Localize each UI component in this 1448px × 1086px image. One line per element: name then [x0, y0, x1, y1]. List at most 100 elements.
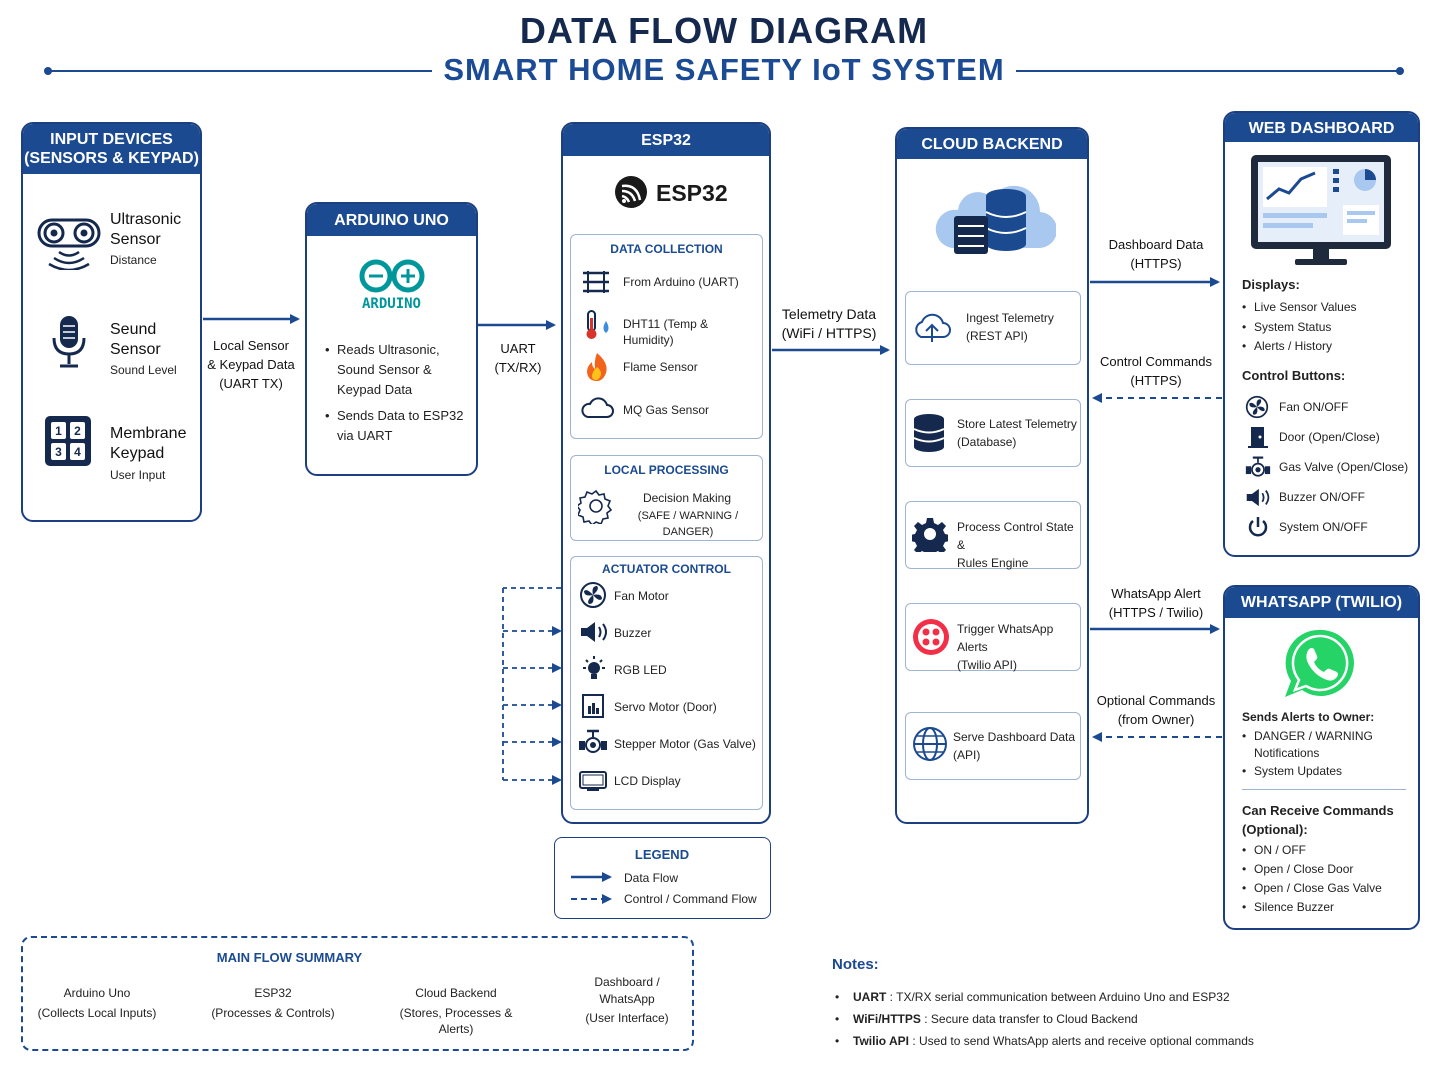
label-uart: UART (TX/RX) [494, 341, 542, 375]
label-dashboard-data: Dashboard Data (HTTPS) [1108, 237, 1204, 271]
keypad-name: Membrane Keypad [110, 425, 187, 462]
notes-list: UART : TX/RX serial communication betwee… [835, 986, 1315, 1052]
actuator-control-box: ACTUATOR CONTROL Fan Motor Buzzer RGB LE… [570, 556, 763, 810]
cloud-step-rules: Process Control State & Rules Engine [905, 501, 1081, 570]
summary-step-name: Dashboard / WhatsApp [594, 975, 660, 1006]
note-key: UART [853, 990, 887, 1004]
fan-icon [1245, 395, 1269, 419]
page-title: DATA FLOW DIAGRAM [519, 10, 929, 51]
cloud-step-ingest: Ingest Telemetry (REST API) [905, 291, 1081, 365]
displays-list: Live Sensor Values System Status Alerts … [1242, 298, 1357, 357]
ultrasonic-sensor-name: Ultrasonic Sensor [110, 211, 182, 248]
keypad-icon: 1 2 3 4 [43, 414, 93, 468]
cloud-step-text: Store Latest Telemetry (Database) [957, 417, 1077, 449]
microphone-icon [49, 314, 89, 372]
upload-cloud-icon [910, 309, 954, 345]
legend-title: LEGEND [634, 847, 690, 862]
speaker-icon [579, 620, 609, 644]
note-text: TX/RX serial communication between Ardui… [896, 990, 1230, 1004]
note-separator: : [920, 1012, 931, 1026]
data-collection-item: Flame Sensor [623, 360, 698, 374]
lcd-icon [578, 770, 608, 792]
sends-item: DANGER / WARNING Notifications [1242, 728, 1373, 762]
door-icon [1247, 425, 1269, 449]
sound-sensor-name: Seund Sensor [110, 321, 161, 358]
summary-step-name: Cloud Backend [415, 986, 497, 1000]
cloud-step-text: Ingest Telemetry (REST API) [966, 311, 1054, 343]
whatsapp-panel: WHATSAPP (TWILIO) Sends Alerts to Owner:… [1223, 585, 1420, 930]
cloud-step-text: Serve Dashboard Data (API) [953, 730, 1076, 762]
receive-item: Open / Close Gas Valve [1242, 879, 1382, 898]
legend-box: LEGEND Data Flow Control / Command Flow [554, 837, 771, 919]
receive-item: Open / Close Door [1242, 860, 1382, 879]
whatsapp-icon [1281, 627, 1359, 701]
keypad-digit: 4 [74, 445, 81, 459]
control-button[interactable]: Gas Valve (Open/Close) [1279, 460, 1409, 474]
label-telemetry: Telemetry Data (WiFi / HTTPS) [781, 306, 877, 341]
label-whatsapp-alert: WhatsApp Alert (HTTPS / Twilio) [1108, 586, 1204, 620]
control-button[interactable]: Door (Open/Close) [1279, 430, 1380, 444]
esp32-panel: ESP32 ESP32 DATA COLLECTION From Arduino… [561, 122, 771, 824]
actuator-control-bracket [502, 587, 562, 785]
control-button[interactable]: Buzzer ON/OFF [1279, 490, 1366, 504]
data-collection-item: DHT11 (Temp & Humidity) [623, 317, 709, 347]
note-text: Secure data transfer to Cloud Backend [930, 1012, 1138, 1026]
whatsapp-divider [1242, 789, 1406, 790]
page-subtitle: SMART HOME SAFETY IoT SYSTEM [443, 52, 1005, 87]
local-processing-line1: Decision Making [642, 491, 732, 505]
cloud-step-trigger: Trigger WhatsApp Alerts (Twilio API) [905, 603, 1081, 672]
cloud-backend-panel: CLOUD BACKEND Ingest Telemetry (REST API… [895, 127, 1089, 824]
cloud-icon [580, 393, 614, 421]
summary-step-name: Arduino Uno [63, 986, 131, 1000]
valve-icon [578, 728, 608, 758]
displays-item: System Status [1242, 318, 1357, 338]
receive-list: ON / OFF Open / Close Door Open / Close … [1242, 841, 1382, 917]
arduino-bullets: Reads Ultrasonic, Sound Sensor & Keypad … [325, 340, 471, 446]
local-processing-line2: (SAFE / WARNING / DANGER) [637, 510, 739, 538]
control-button[interactable]: Fan ON/OFF [1279, 400, 1349, 414]
arduino-bullet: Sends Data to ESP32 via UART [325, 406, 471, 446]
receive-title: Can Receive Commands (Optional): [1242, 803, 1394, 837]
controls-title: Control Buttons: [1242, 368, 1346, 383]
note-item: Twilio API : Used to send WhatsApp alert… [835, 1030, 1315, 1052]
flame-icon [582, 351, 612, 383]
cloud-step-serve: Serve Dashboard Data (API) [905, 712, 1081, 780]
control-button[interactable]: System ON/OFF [1279, 520, 1368, 534]
actuator-item: Fan Motor [614, 589, 669, 603]
cloud-step-text: Trigger WhatsApp Alerts (Twilio API) [957, 622, 1054, 672]
globe-icon [911, 725, 949, 763]
web-dashboard-panel: WEB DASHBOARD Displays: Live Sensor Valu… [1223, 111, 1420, 557]
door-icon [580, 692, 606, 720]
monitor-icon [1249, 153, 1393, 269]
cloud-database-icon [934, 166, 1056, 262]
displays-item: Alerts / History [1242, 337, 1357, 357]
displays-item: Live Sensor Values [1242, 298, 1357, 318]
input-devices-panel: INPUT DEVICES (SENSORS & KEYPAD) Ultraso… [21, 122, 202, 522]
note-separator: : [909, 1034, 920, 1048]
cloud-header: CLOUD BACKEND [897, 129, 1087, 159]
label-local-sensor-data: Local Sensor & Keypad Data (UART TX) [207, 338, 295, 391]
data-collection-box: DATA COLLECTION From Arduino (UART) DHT1… [570, 234, 763, 439]
local-processing-box: LOCAL PROCESSING Decision Making (SAFE /… [570, 455, 763, 541]
data-collection-item: From Arduino (UART) [623, 275, 739, 289]
actuator-item: Buzzer [614, 626, 652, 640]
sends-title: Sends Alerts to Owner: [1242, 710, 1375, 724]
notes-title: Notes: [832, 956, 879, 973]
keypad-digit: 3 [55, 445, 62, 459]
arduino-header: ARDUINO UNO [307, 204, 476, 236]
note-item: WiFi/HTTPS : Secure data transfer to Clo… [835, 1008, 1315, 1030]
actuator-item: RGB LED [614, 663, 667, 677]
sends-item: System Updates [1242, 763, 1373, 780]
power-icon [1246, 515, 1270, 539]
actuator-control-title: ACTUATOR CONTROL [602, 562, 731, 576]
legend-control-flow: Control / Command Flow [624, 892, 757, 906]
keypad-desc: User Input [110, 468, 166, 482]
whatsapp-header: WHATSAPP (TWILIO) [1225, 587, 1418, 618]
data-collection-item: MQ Gas Sensor [623, 403, 710, 417]
note-key: Twilio API [853, 1034, 909, 1048]
actuator-item: Servo Motor (Door) [614, 700, 717, 714]
arduino-panel: ARDUINO UNO ARDUINO Reads Ultrasonic, So… [305, 202, 478, 476]
sends-list: DANGER / WARNING Notifications System Up… [1242, 728, 1373, 780]
note-key: WiFi/HTTPS [853, 1012, 921, 1026]
data-collection-title: DATA COLLECTION [610, 242, 723, 256]
